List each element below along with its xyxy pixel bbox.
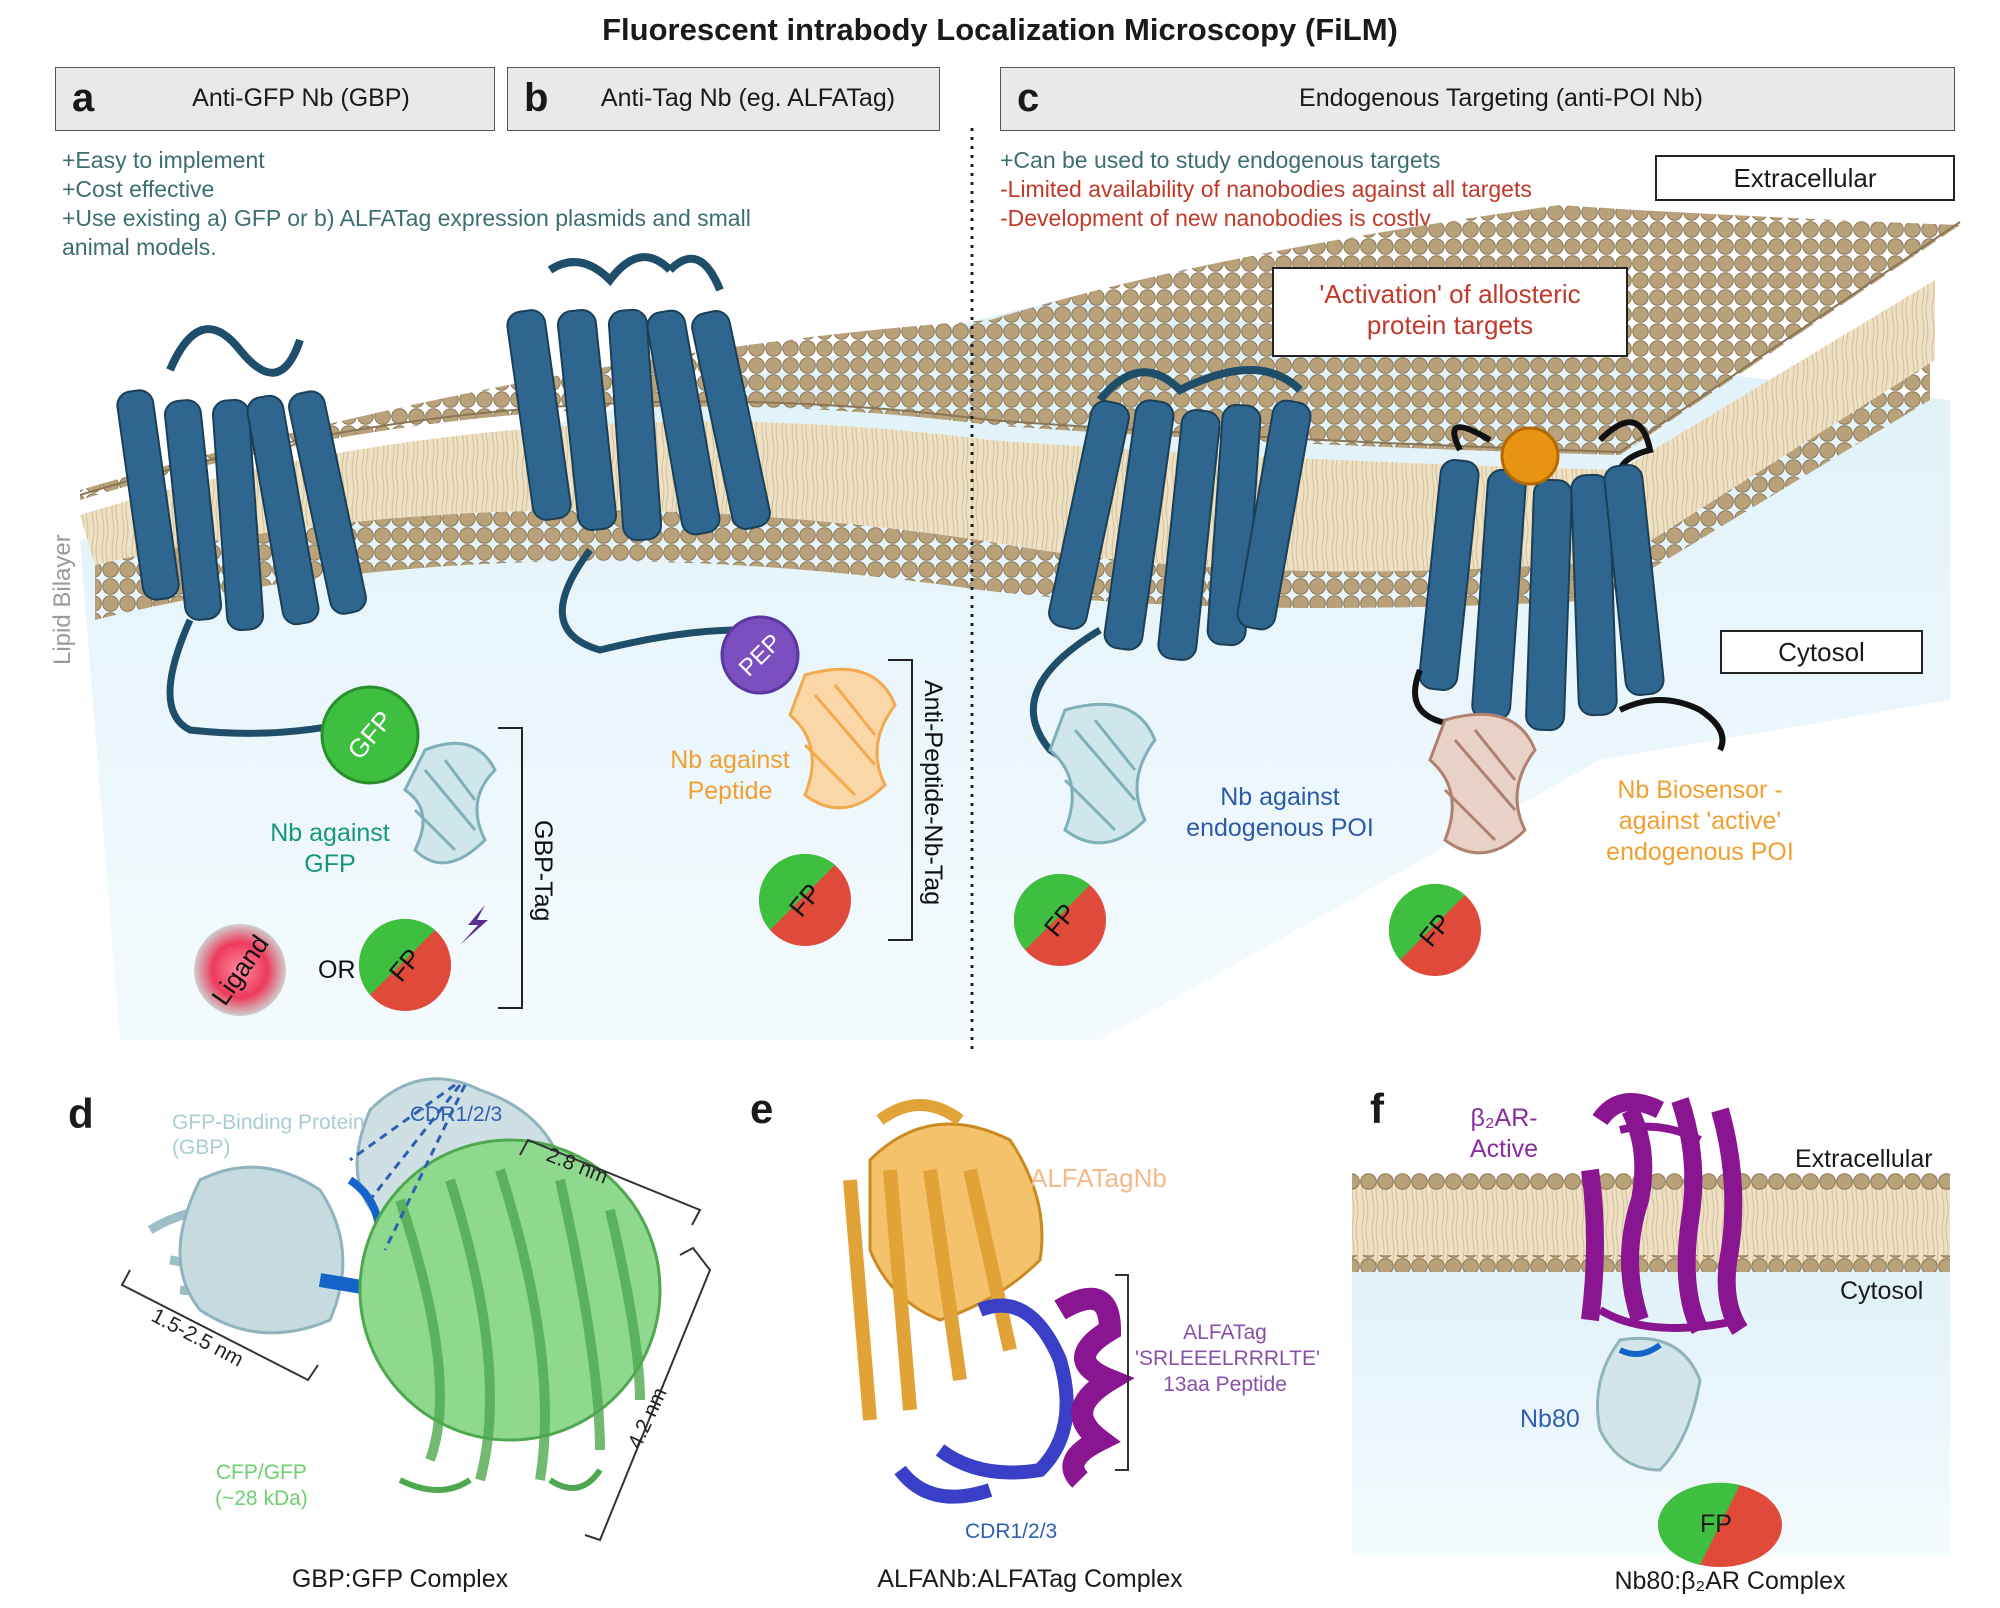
nb-biosensor-label: Nb Biosensor - against 'active' endogeno…	[1575, 775, 1825, 868]
panel-letter-e: e	[750, 1085, 774, 1132]
nb-endogenous-line: endogenous POI	[1186, 814, 1374, 842]
figure-title: Fluorescent intrabody Localization Micro…	[602, 12, 1398, 47]
con-line: -Development of new nanobodies is costly	[1000, 205, 1431, 231]
ligand-blob: Ligand	[194, 924, 286, 1016]
pro-line: +Can be used to study endogenous targets	[1000, 147, 1441, 173]
pro-line: +Cost effective	[62, 176, 215, 202]
fp-blob-b: FP	[758, 853, 851, 946]
alfatag-bracket	[1115, 1274, 1129, 1471]
cfp-gfp-line: (~28 kDa)	[215, 1487, 308, 1510]
gpcr-receptor-a	[116, 325, 367, 737]
alfatag-line: 13aa Peptide	[1163, 1373, 1287, 1396]
activation-line: 'Activation' of allosteric	[1319, 279, 1581, 309]
nb-endogenous-line: Nb against	[1220, 783, 1340, 811]
nb80-structure	[1596, 1336, 1702, 1472]
dim-42-label: 4.2 nm	[624, 1384, 672, 1452]
nb-biosensor-line: against 'active'	[1618, 807, 1782, 835]
fp-label-f: FP	[1700, 1510, 1732, 1538]
gbp-tag-label: GBP-Tag	[529, 820, 557, 921]
b2ar-structure	[1581, 1093, 1748, 1335]
header-a-text: Anti-GFP Nb (GBP)	[192, 84, 410, 112]
nb-peptide-line: Nb against	[670, 746, 790, 774]
gpcr-receptor-b	[506, 253, 771, 654]
b2ar-line: β₂AR-	[1470, 1104, 1538, 1132]
anti-peptide-label: Anti-Peptide-Nb-Tag	[919, 680, 947, 905]
gbp-gfp-structure	[147, 1077, 662, 1493]
con-line: -Limited availability of nanobodies agai…	[1000, 176, 1532, 202]
nb-gfp-line: Nb against	[270, 819, 390, 847]
or-label: OR	[318, 956, 356, 984]
pros-c: +Can be used to study endogenous targets…	[1000, 146, 1720, 233]
header-b-text: Anti-Tag Nb (eg. ALFATag)	[600, 84, 896, 112]
gbp-label-line: (GBP)	[172, 1136, 231, 1159]
header-c: c Endogenous Targeting (anti-POI Nb)	[1000, 67, 1955, 131]
b2ar-line: Active	[1470, 1135, 1539, 1163]
b2ar-label: β₂AR- Active	[1470, 1103, 1538, 1165]
fp-blob-c2: FP	[1388, 883, 1481, 976]
panel-letter-f: f	[1370, 1085, 1384, 1132]
header-b: b Anti-Tag Nb (eg. ALFATag)	[507, 67, 940, 131]
nb-gfp-label: Nb against GFP	[240, 818, 420, 880]
dim-bracket-15	[120, 1269, 319, 1382]
nb80-label: Nb80	[1520, 1405, 1580, 1433]
nb-peptide-line: Peptide	[687, 777, 773, 805]
fp-blob-a: FP	[358, 918, 451, 1011]
caption-f: Nb80:β₂AR Complex	[1614, 1567, 1846, 1595]
panel-f-extracellular: Extracellular	[1795, 1145, 1933, 1173]
header-c-text: Endogenous Targeting (anti-POI Nb)	[1299, 84, 1703, 112]
panel-f-cytosol: Cytosol	[1840, 1277, 1924, 1305]
nb-endogenous-label: Nb against endogenous POI	[1165, 782, 1395, 844]
pros-ab: +Easy to implement +Cost effective +Use …	[62, 146, 862, 262]
gbp-tag-bracket	[498, 727, 523, 1009]
alfatag-line: 'SRLEEELRRRLTE'	[1135, 1347, 1321, 1370]
fluorescence-bolt-icon	[460, 905, 488, 945]
cfp-gfp-line: CFP/GFP	[215, 1461, 307, 1484]
alfatag-label: ALFATag 'SRLEEELRRRLTE' 13aa Peptide	[1135, 1320, 1321, 1398]
pro-line: +Easy to implement	[62, 147, 265, 173]
fp-blob-c1: FP	[1013, 873, 1106, 966]
nb-biosensor-line: Nb Biosensor -	[1617, 776, 1783, 804]
panel-letter-a: a	[72, 76, 95, 120]
cdr-label-d: CDR1/2/3	[410, 1103, 503, 1126]
dim-bracket-42	[584, 1246, 712, 1542]
lipid-bilayer-label: Lipid Bilayer	[49, 534, 76, 665]
pro-line: animal models.	[62, 234, 217, 260]
cfp-gfp-label: CFP/GFP (~28 kDa)	[215, 1460, 308, 1512]
header-a: a Anti-GFP Nb (GBP)	[55, 67, 495, 131]
cdr-label-e: CDR1/2/3	[965, 1520, 1058, 1543]
nb-gfp-line: GFP	[304, 850, 356, 878]
allosteric-ligand-sphere	[1500, 426, 1560, 486]
fp-blob-f	[1657, 1482, 1782, 1567]
dim-bracket-28	[519, 1138, 702, 1226]
extracellular-box: Extracellular	[1655, 155, 1955, 201]
nanobody-endogenous	[1048, 702, 1157, 845]
nanobody-gfp	[403, 741, 497, 865]
alfanb-label: ALFATagNb	[1030, 1163, 1167, 1193]
nanobody-peptide	[788, 667, 897, 810]
activation-line: protein targets	[1366, 310, 1534, 340]
nanobody-biosensor	[1428, 712, 1537, 855]
activation-box: 'Activation' of allosteric protein targe…	[1272, 267, 1628, 357]
pep-blob: PEP	[720, 615, 800, 695]
membrane-lower-leaflet	[95, 340, 1930, 620]
panel-letter-d: d	[68, 1090, 94, 1137]
anti-peptide-bracket	[888, 659, 913, 941]
gpcr-receptor-c2	[1412, 419, 1726, 752]
pro-line: +Use existing a) GFP or b) ALFATag expre…	[62, 205, 751, 231]
gbp-label: GFP-Binding Protein (GBP)	[172, 1110, 365, 1160]
gfp-blob: GFP	[320, 685, 420, 785]
nb-biosensor-line: endogenous POI	[1606, 838, 1794, 866]
alfatag-line: ALFATag	[1183, 1321, 1267, 1344]
nb-peptide-label: Nb against Peptide	[650, 745, 810, 807]
panel-letter-b: b	[524, 76, 549, 120]
alfanb-structure	[843, 1099, 1135, 1504]
gbp-label-line: GFP-Binding Protein	[172, 1111, 365, 1134]
caption-e: ALFANb:ALFATag Complex	[877, 1565, 1183, 1593]
caption-d: GBP:GFP Complex	[291, 1565, 509, 1593]
gpcr-receptor-c1	[1029, 366, 1312, 774]
panel-letter-c: c	[1017, 76, 1040, 120]
cytosol-box: Cytosol	[1720, 630, 1923, 674]
